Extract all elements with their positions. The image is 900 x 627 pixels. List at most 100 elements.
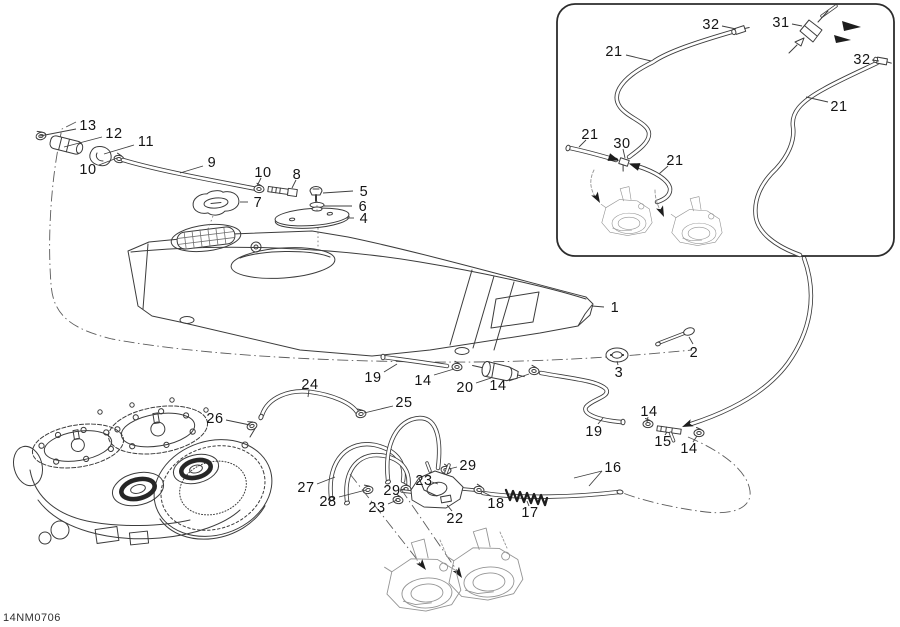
- callout-21-42: 21: [666, 153, 683, 169]
- callout-17-29: 17: [521, 505, 538, 521]
- callout-leader-29: [399, 488, 406, 491]
- callout-leader-19: [383, 363, 398, 373]
- callout-leader-25: [363, 405, 394, 414]
- recoil-flywheel: [153, 439, 273, 540]
- carburetor-sketch-1: [382, 536, 463, 614]
- callout-leader-1: [591, 305, 605, 308]
- callout-14-15: 14: [414, 373, 431, 389]
- phantom-carb-line-2: [400, 488, 461, 576]
- phantom-route-16: [622, 436, 751, 514]
- callout-leader-27: [316, 476, 336, 485]
- callout-13-0: 13: [79, 118, 96, 134]
- vent-assembly: [34, 128, 298, 198]
- callout-11-2: 11: [138, 134, 154, 150]
- callout-leader-20: [475, 377, 492, 384]
- hose-24: [259, 389, 360, 418]
- callout-leader-10: [98, 157, 118, 166]
- callout-32-38: 32: [853, 52, 870, 68]
- callout-15-33: 15: [654, 434, 671, 450]
- callout-16-30: 16: [604, 460, 621, 476]
- callout-leader-18: [480, 490, 492, 497]
- fuel-cap: [192, 190, 240, 216]
- callout-29-21: 29: [459, 458, 476, 474]
- callout-3-13: 3: [615, 365, 624, 381]
- phantom-carb-line-1: [349, 473, 424, 568]
- fuel-pump-22: [400, 461, 476, 509]
- callout-14-17: 14: [489, 378, 506, 394]
- callout-leader-3: [616, 360, 619, 366]
- callout-20-16: 20: [456, 380, 473, 396]
- tee-fitting-30: [607, 153, 641, 172]
- direction-arrow-icon: [842, 21, 861, 31]
- carburetor-sketch-2: [444, 525, 525, 603]
- callout-leader-8: [291, 179, 297, 189]
- callout-4-10: 4: [360, 211, 369, 227]
- primer-pump-31: [788, 4, 861, 54]
- hull-phantom-outline: [49, 121, 693, 363]
- clamp-14d: [693, 427, 705, 438]
- vent-clamp-10b: [253, 182, 265, 194]
- callout-12-1: 12: [105, 126, 122, 142]
- callout-2-12: 2: [690, 345, 699, 361]
- screw-5: [309, 186, 323, 202]
- callout-leader-14: [692, 435, 698, 443]
- callout-23-22: 23: [415, 473, 432, 489]
- vent-elbow-11: [89, 145, 112, 167]
- callout-21-35: 21: [605, 44, 622, 60]
- flow-arrow-icon: [416, 558, 429, 573]
- callout-leader-21: [658, 165, 669, 175]
- callout-leader-28: [338, 489, 367, 498]
- callout-27-23: 27: [297, 480, 314, 496]
- callout-leader-2: [688, 336, 694, 345]
- callout-leader-13: [39, 128, 77, 137]
- callout-23-26: 23: [368, 500, 385, 516]
- engine: [13, 397, 273, 546]
- callout-leader-21: [578, 139, 587, 148]
- callout-leader-17: [526, 500, 530, 507]
- gauge-plate: [274, 207, 350, 229]
- callout-8-6: 8: [293, 167, 302, 183]
- callout-leader-16: [573, 470, 603, 479]
- callout-leader-11: [103, 144, 135, 155]
- callout-leader-12: [63, 136, 103, 148]
- callout-14-34: 14: [680, 441, 697, 457]
- callout-leader-14: [433, 368, 455, 376]
- callout-28-25: 28: [319, 494, 336, 510]
- callout-leader-32: [721, 25, 737, 30]
- callout-leader-5: [322, 190, 354, 194]
- spring-17: [504, 488, 549, 507]
- callout-leader-32: [871, 59, 880, 62]
- callout-leader-23: [431, 481, 439, 485]
- callout-leader-30: [622, 148, 626, 159]
- callout-leader-22: [446, 504, 453, 512]
- callout-leader-10: [256, 177, 262, 187]
- callout-14-32: 14: [640, 404, 657, 420]
- fuel-filter-20: [472, 360, 525, 382]
- callout-29-24: 29: [383, 483, 400, 499]
- callout-30-41: 30: [613, 136, 630, 152]
- vent-check-valve-12: [49, 135, 84, 155]
- callout-21-39: 21: [830, 99, 847, 115]
- exhaust-flange-1: [111, 471, 165, 507]
- callout-10-5: 10: [254, 165, 271, 181]
- callout-1-11: 1: [611, 300, 620, 316]
- callout-19-31: 19: [585, 424, 602, 440]
- callout-leader-29: [448, 466, 458, 470]
- exhaust-flange-2: [172, 453, 220, 485]
- drawing-code: 14NM0706: [3, 612, 61, 624]
- vent-fitting-8: [267, 185, 298, 198]
- callout-26-20: 26: [206, 411, 223, 427]
- callout-leader-21: [805, 96, 829, 103]
- callout-leader-26: [225, 419, 251, 426]
- callout-24-18: 24: [301, 377, 318, 393]
- callout-leader-15: [664, 431, 668, 436]
- callout-leader-23: [387, 499, 398, 505]
- bolt-2: [655, 327, 695, 347]
- clamp-26: [244, 418, 259, 432]
- callout-leader-9: [179, 165, 204, 174]
- callout-7-7: 7: [254, 195, 263, 211]
- clamp-28: [361, 483, 375, 496]
- callout-6-9: 6: [359, 199, 368, 215]
